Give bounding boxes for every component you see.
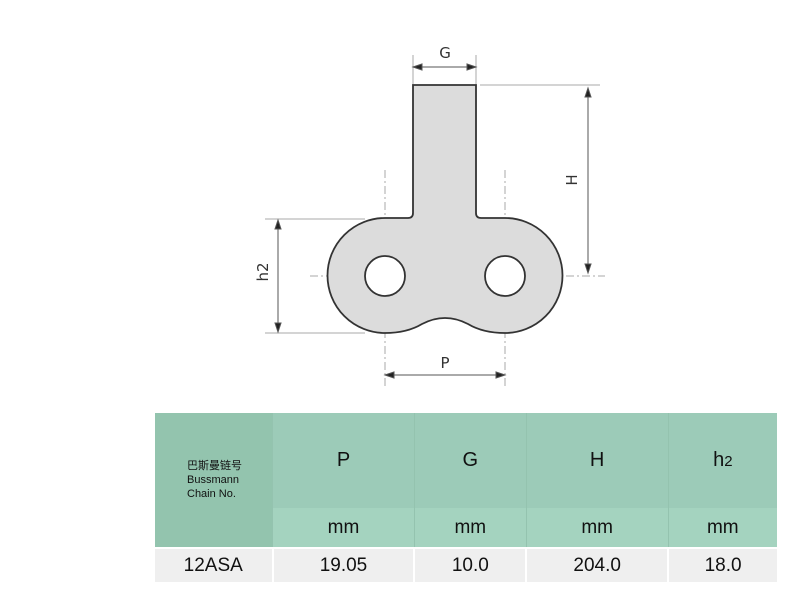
header-en2: Chain No. [187,488,236,500]
dim-label-h2: h2 [254,262,272,281]
dim-label-g: G [439,44,451,62]
cell-p: 19.05 [271,549,415,582]
header-en1: Bussmann [187,474,239,486]
header-chain-no: 巴斯曼链号 Bussmann Chain No. [155,413,273,547]
cell-chain-no: 12ASA [155,549,273,582]
link-plate [326,84,564,334]
header-g: G [413,413,527,508]
dimension-arrows [274,63,592,379]
extension-lines [265,55,600,334]
dim-label-h: H [563,174,581,185]
chain-link-diagram: G H h2 P [254,44,605,388]
dim-label-p: P [440,354,449,372]
header-h2: h2 [667,413,777,508]
unit-p: mm [272,508,415,547]
cell-g: 10.0 [413,549,527,582]
unit-h2: mm [667,508,777,547]
header-h: H [525,413,669,508]
pin-hole-left [364,255,406,297]
header-h2-sub: 2 [724,453,733,470]
table-row: 12ASA 19.05 10.0 204.0 18.0 [155,549,777,582]
header-p: P [272,413,415,508]
header-h2-base: h [713,449,725,471]
header-cn: 巴斯曼链号 [187,460,242,472]
pin-hole-right [484,255,526,297]
cell-h: 204.0 [525,549,669,582]
spec-table: 巴斯曼链号 Bussmann Chain No. P G H h2 mm mm … [155,413,777,582]
unit-g: mm [413,508,527,547]
unit-h: mm [525,508,669,547]
cell-h2: 18.0 [667,549,777,582]
